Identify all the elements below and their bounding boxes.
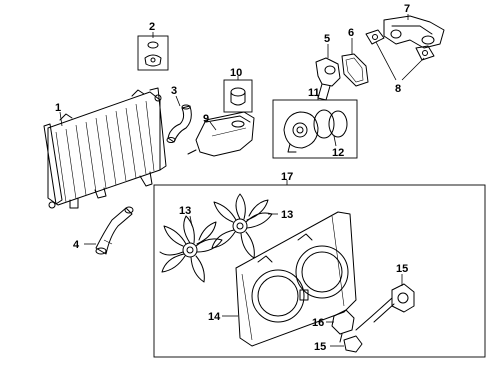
callout-17: 17 (281, 171, 293, 183)
callout-16: 16 (312, 317, 324, 329)
cooling-fan-left (159, 215, 223, 283)
radiator-cap-box (137, 35, 169, 71)
fan-connector (343, 335, 363, 353)
callout-5: 5 (324, 33, 330, 45)
callout-labels: 1 2 3 4 5 6 7 8 9 10 11 12 13 13 14 15 1… (55, 3, 410, 353)
callout-3: 3 (171, 85, 177, 97)
callout-12: 12 (332, 147, 344, 159)
callout-11: 11 (308, 87, 320, 99)
thermostat-gasket (341, 53, 369, 87)
callout-2: 2 (149, 21, 155, 33)
callout-15a: 15 (396, 263, 408, 275)
radiator (43, 87, 167, 209)
upper-radiator-hose (166, 104, 192, 143)
callout-9: 9 (203, 113, 209, 125)
cooling-fan-right (211, 193, 273, 259)
callout-1: 1 (55, 102, 61, 114)
fan-shroud (235, 211, 357, 347)
water-pump-box (272, 99, 358, 159)
fan-assembly-box (153, 184, 486, 358)
callout-10: 10 (230, 67, 242, 79)
leader-lines (59, 14, 425, 347)
fan-motor (355, 283, 415, 331)
callout-13b: 13 (281, 209, 293, 221)
callout-13a: 13 (179, 205, 191, 217)
callout-6: 6 (348, 27, 354, 39)
callout-14: 14 (208, 311, 221, 323)
outlet-gaskets (365, 29, 435, 61)
fan-resistor (331, 309, 355, 343)
callout-7: 7 (404, 3, 410, 15)
thermostat-housing (315, 57, 341, 101)
callout-15b: 15 (314, 341, 326, 353)
reservoir-cap-box (223, 79, 253, 113)
callout-8: 8 (395, 83, 401, 95)
lower-radiator-hose (95, 206, 134, 255)
callout-4: 4 (73, 239, 80, 251)
water-outlet (383, 15, 445, 49)
coolant-reservoir (187, 111, 255, 157)
